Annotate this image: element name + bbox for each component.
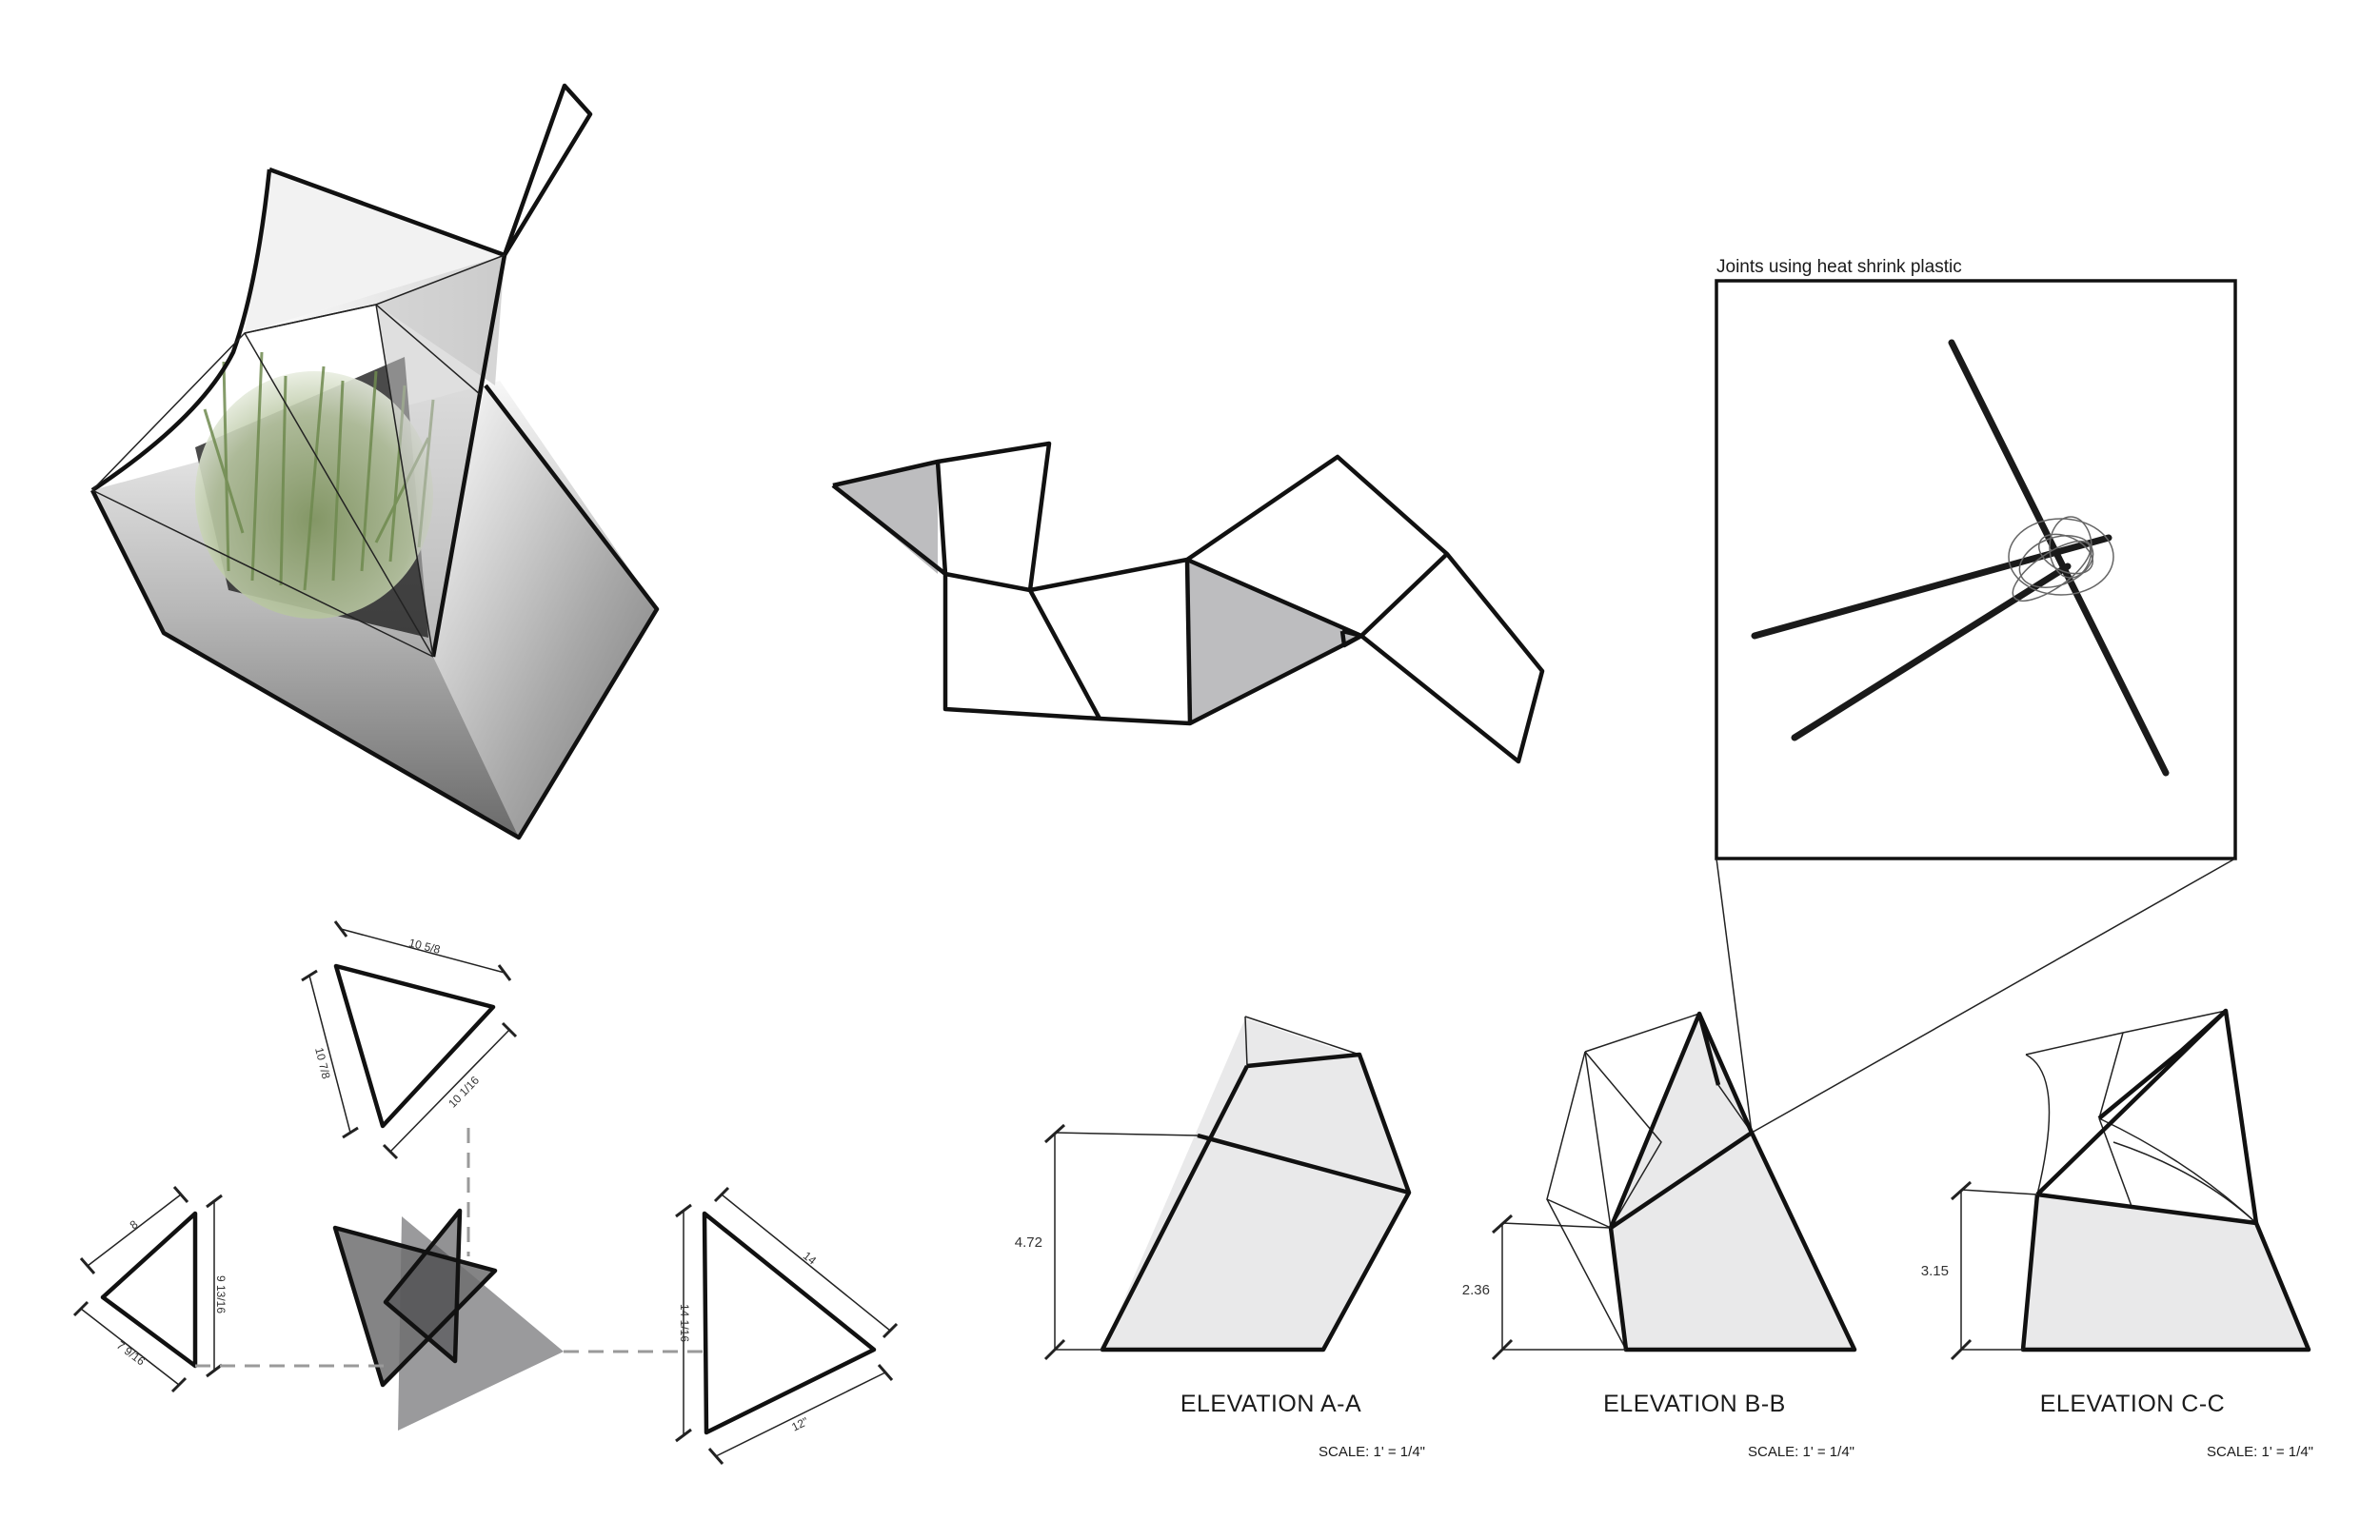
elevation-a-title: ELEVATION A-A (1180, 1391, 1361, 1417)
elevation-a-scale: SCALE: 1' = 1/4" (1319, 1444, 1425, 1460)
planter-side-face (433, 385, 657, 838)
dimension-c-value: 3.15 (1921, 1263, 1949, 1279)
unfolded-net (831, 441, 1545, 764)
elevation-c-scale: SCALE: 1' = 1/4" (2207, 1444, 2313, 1460)
assembled-triangles (332, 1208, 564, 1431)
panel-right-dim-bottom: 12" (789, 1414, 810, 1433)
heat-shrink-wrap (2008, 516, 2114, 602)
elevation-c-fill (2023, 1194, 2309, 1350)
panel-left-triangle: 8 9 13/16 7 9/16 (72, 1186, 228, 1393)
panel-right-triangle: 14 1/16 14 12" (675, 1186, 899, 1465)
elevation-c-c: 3.15 ELEVATION C-C SCALE: 1' = 1/4" (1921, 1008, 2313, 1460)
detail-frame (1715, 279, 2237, 860)
elevation-b-scale: SCALE: 1' = 1/4" (1748, 1444, 1854, 1460)
panel-left-dim-bottom: 7 9/16 (114, 1338, 148, 1368)
joint-rods (1751, 339, 2170, 777)
joint-detail: Joints using heat shrink plastic (1715, 257, 2237, 1134)
upper-panel-shade (376, 255, 505, 657)
dimension-b-value: 2.36 (1462, 1282, 1490, 1298)
dashed-connectors (195, 1128, 706, 1368)
top-panel (245, 169, 505, 333)
detail-label: Joints using heat shrink plastic (1716, 257, 1962, 277)
panel-top-dim-right: 10 1/16 (446, 1074, 482, 1111)
net-shaded-panel-right (1187, 560, 1361, 723)
panel-top-triangle: 10 5/8 10 7/8 10 1/16 (301, 920, 518, 1160)
elevation-c-title: ELEVATION C-C (2040, 1391, 2226, 1417)
elevation-b-fill (1611, 1014, 1854, 1350)
detail-leader-lines (1716, 858, 2236, 1134)
elevation-a-a: 4.72 ELEVATION A-A SCALE: 1' = 1/4" (1015, 1016, 1425, 1460)
panel-right-dim-left: 14 1/16 (678, 1304, 691, 1342)
dimension-b (1491, 1214, 1626, 1361)
planter-render (89, 83, 660, 840)
dimension-a (1043, 1123, 1199, 1361)
dimension-c (1950, 1180, 2038, 1361)
elevation-a-fill (1102, 1018, 1409, 1350)
dimension-a-value: 4.72 (1015, 1234, 1042, 1251)
panel-right-dim-top: 14 (801, 1249, 819, 1267)
elevation-b-title: ELEVATION B-B (1603, 1391, 1786, 1417)
elevation-b-b: 2.36 ELEVATION B-B SCALE: 1' = 1/4" (1462, 1011, 1857, 1460)
panel-left-dim-top: 8 (128, 1217, 141, 1232)
panel-top-dim-top: 10 5/8 (407, 936, 442, 957)
panel-top-dim-left: 10 7/8 (312, 1046, 333, 1080)
panel-left-dim-right: 9 13/16 (214, 1275, 228, 1313)
